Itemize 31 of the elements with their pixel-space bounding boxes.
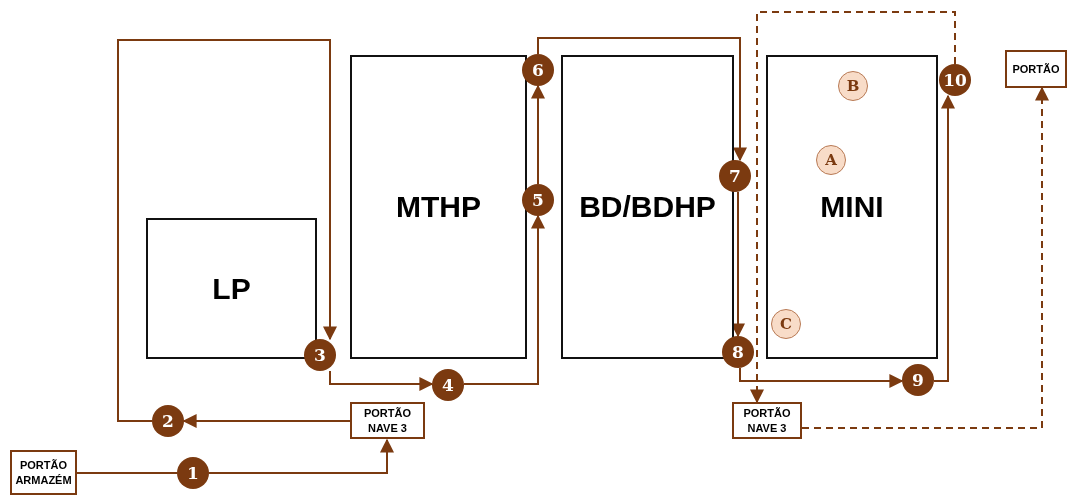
route-arrow	[329, 370, 434, 391]
route-arrow	[208, 438, 394, 474]
step-number: 6	[522, 54, 554, 86]
step-number: 8	[722, 336, 754, 368]
dashed-route-arrow	[750, 11, 956, 404]
step-number: 3	[304, 339, 336, 371]
route-arrow	[933, 94, 955, 382]
step-number: 2	[152, 405, 184, 437]
area-label: MINI	[820, 190, 884, 224]
point-marker: B	[838, 71, 868, 101]
gate-box: PORTÃO	[1005, 50, 1067, 88]
point-marker: C	[771, 309, 801, 339]
route-arrow	[182, 414, 351, 428]
gate-box: PORTÃO NAVE 3	[350, 402, 425, 439]
step-number: 7	[719, 160, 751, 192]
area-box	[766, 55, 938, 359]
route-arrow	[537, 37, 747, 162]
gate-box: PORTÃO ARMAZÉM	[10, 450, 77, 495]
point-marker: A	[816, 145, 846, 175]
step-number: 4	[432, 369, 464, 401]
route-arrow	[117, 39, 337, 422]
dashed-route-arrow	[801, 86, 1049, 429]
step-number: 9	[902, 364, 934, 396]
area-box: MTHP	[350, 55, 527, 359]
step-number: 10	[939, 64, 971, 96]
gate-box: PORTÃO NAVE 3	[732, 402, 802, 439]
route-arrow	[463, 214, 545, 385]
route-arrow	[531, 84, 545, 185]
route-arrow	[739, 367, 904, 388]
step-number: 1	[177, 457, 209, 489]
step-number: 5	[522, 184, 554, 216]
